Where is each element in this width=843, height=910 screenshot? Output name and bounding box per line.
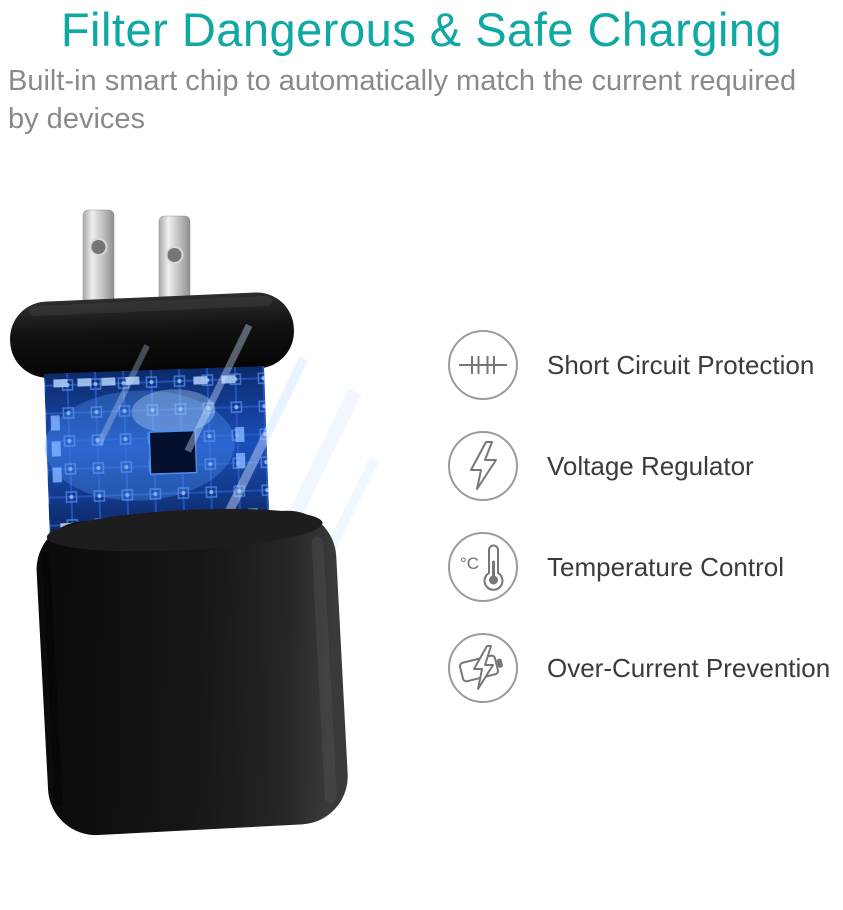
charger-body [36, 508, 348, 836]
short-circuit-icon [448, 330, 518, 400]
charger-top-cap [10, 292, 294, 378]
feature-label: Temperature Control [547, 551, 784, 582]
feature-label: Over-Current Prevention [547, 652, 831, 683]
charger-illustration [0, 200, 430, 900]
feature-list: Short Circuit Protection Voltage Regulat… [446, 328, 830, 732]
svg-text:°C: °C [460, 554, 479, 573]
page-title: Filter Dangerous & Safe Charging [60, 3, 783, 56]
subtitle-line-1: Built-in smart chip to automatically mat… [8, 65, 797, 97]
feature-item: Short Circuit Protection [446, 328, 830, 402]
over-current-icon [448, 633, 518, 703]
feature-label: Short Circuit Protection [547, 349, 815, 380]
voltage-icon [448, 431, 518, 501]
metal-prongs-icon [82, 209, 191, 329]
feature-item: Over-Current Prevention [446, 631, 830, 705]
feature-item: °C Temperature Control [446, 530, 830, 604]
temperature-icon: °C [448, 532, 518, 602]
feature-label: Voltage Regulator [547, 450, 754, 481]
feature-item: Voltage Regulator [446, 429, 830, 503]
subtitle-line-2: by devices [8, 103, 146, 136]
page-subtitle: Built-in smart chip to automatically mat… [8, 62, 828, 139]
charger-circuit-board [44, 366, 270, 546]
charger-exploded-svg [10, 209, 379, 836]
